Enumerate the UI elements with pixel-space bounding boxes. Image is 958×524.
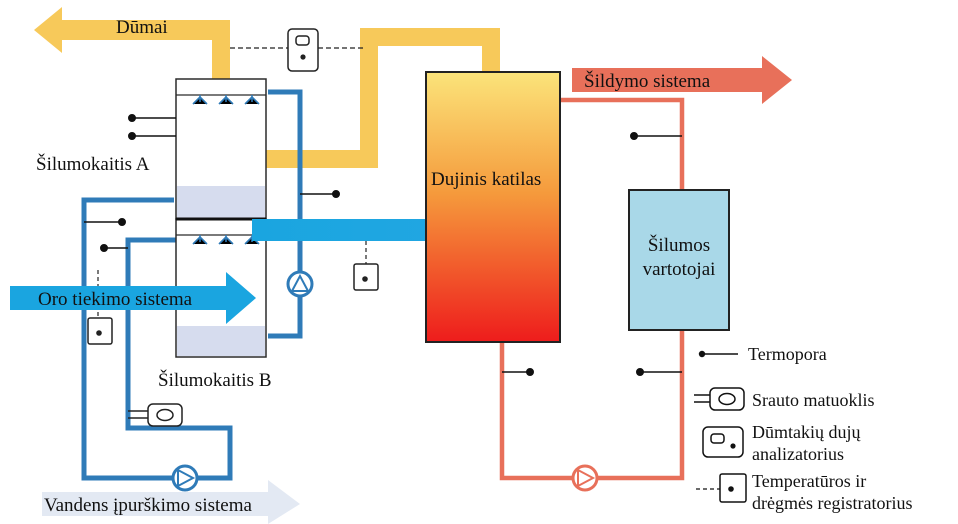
air-supply-arrow [10, 272, 256, 324]
label-vartotojai: vartotojai [643, 259, 716, 280]
flue-gas-exhaust-arrow [34, 7, 230, 80]
heat-consumers [628, 189, 730, 331]
gas-boiler [425, 71, 561, 343]
label-silumokaitis-b: Šilumokaitis B [158, 369, 272, 391]
flue-gas-return-arrow [226, 28, 500, 176]
legend-label-2a: Dūmtakių dujų [752, 422, 861, 442]
legend-label-1: Srauto matuoklis [752, 390, 875, 410]
heat-exchanger-a [175, 78, 267, 220]
thermocouples [84, 114, 682, 376]
water-piping [81, 89, 303, 481]
air-to-boiler-arrow [252, 207, 488, 253]
legend-flue-gas-analyzer [702, 426, 744, 458]
legend-label-0: Termopora [748, 344, 827, 364]
legend-label-3b: drėgmės registratorius [752, 493, 912, 513]
label-dumai: Dūmai [116, 17, 168, 38]
label-silumokaitis-a: Šilumokaitis A [36, 153, 150, 175]
heating-loop [499, 56, 792, 492]
legend-humidity-logger [696, 473, 747, 503]
legend-label-3a: Temperatūros ir [752, 471, 866, 491]
legend-flow-meter [694, 387, 745, 411]
label-vandens-ipurskimo-sistema: Vandens įpurškimo sistema [44, 495, 252, 516]
legend-thermocouple [698, 350, 738, 358]
label-oro-tiekimo-sistema: Oro tiekimo sistema [38, 289, 193, 310]
flue-gas-path [34, 7, 500, 176]
label-dujinis-katilas: Dujinis katilas [431, 169, 541, 190]
label-sildymo-sistema: Šildymo sistema [584, 70, 711, 92]
water-injection-arrow [42, 480, 300, 524]
heating-supply-arrow [572, 56, 792, 104]
flow-meter-icon [147, 403, 183, 427]
label-silumos: Šilumos [648, 234, 710, 256]
legend-label-2b: analizatorius [752, 444, 844, 464]
legend [694, 350, 747, 503]
